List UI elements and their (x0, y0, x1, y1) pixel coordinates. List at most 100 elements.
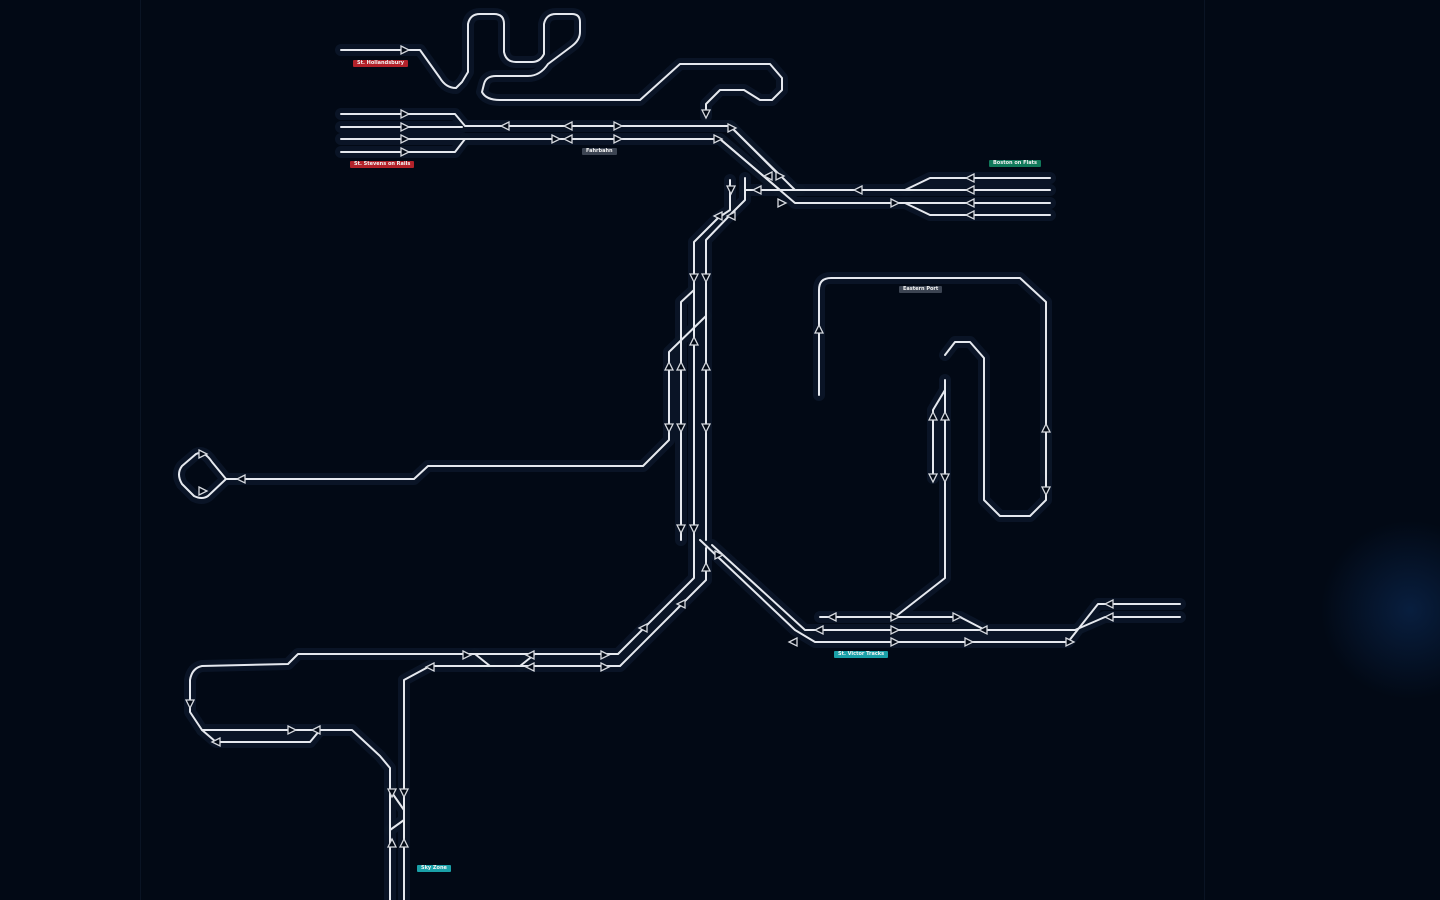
signal-icon[interactable] (777, 197, 788, 209)
signal-icon[interactable] (198, 485, 209, 497)
track-segment[interactable] (340, 13, 783, 117)
signal-icon[interactable] (600, 649, 611, 661)
signal-icon[interactable] (1103, 598, 1114, 610)
signal-icon[interactable] (852, 184, 863, 196)
signal-icon[interactable] (890, 636, 901, 648)
signal-icon[interactable] (964, 184, 975, 196)
signal-icon[interactable] (600, 661, 611, 673)
signal-icon[interactable] (398, 837, 410, 848)
station-label-r[interactable]: St. Victor Tracks (834, 651, 889, 658)
station-label-w[interactable]: Sky Zone (417, 865, 451, 872)
signal-icon[interactable] (712, 210, 723, 222)
signal-icon[interactable] (688, 524, 700, 535)
signal-icon[interactable] (386, 837, 398, 848)
signal-icon[interactable] (964, 636, 975, 648)
track-segment[interactable] (818, 277, 1047, 517)
signal-icon[interactable] (727, 122, 738, 134)
track-segment[interactable] (389, 789, 405, 831)
signal-icon[interactable] (688, 335, 700, 346)
signal-icon[interactable] (1040, 422, 1052, 433)
track-segment[interactable] (403, 547, 707, 900)
station-label-e[interactable]: Fahrbahn (582, 148, 617, 155)
signal-icon[interactable] (613, 120, 624, 132)
signal-icon[interactable] (675, 360, 687, 371)
station-label-b[interactable]: St. Hollandsbury (353, 60, 409, 67)
signal-icon[interactable] (499, 120, 510, 132)
signal-icon[interactable] (964, 209, 975, 221)
track-segment[interactable] (680, 289, 695, 541)
signal-icon[interactable] (637, 622, 648, 634)
signal-icon[interactable] (700, 273, 712, 284)
signal-icon[interactable] (964, 172, 975, 184)
signal-icon[interactable] (714, 549, 725, 561)
signal-icon[interactable] (964, 197, 975, 209)
signal-icon[interactable] (762, 170, 773, 182)
signal-icon[interactable] (826, 611, 837, 623)
signal-icon[interactable] (775, 170, 786, 182)
signal-icon[interactable] (386, 788, 398, 799)
track-segment[interactable] (932, 389, 946, 479)
signal-icon[interactable] (400, 44, 411, 56)
signal-icon[interactable] (400, 108, 411, 120)
signal-icon[interactable] (890, 624, 901, 636)
signal-icon[interactable] (210, 736, 221, 748)
signal-icon[interactable] (424, 661, 435, 673)
signal-icon[interactable] (400, 121, 411, 133)
track-segment[interactable] (189, 544, 695, 900)
signal-icon[interactable] (562, 120, 573, 132)
signal-icon[interactable] (725, 185, 737, 196)
signal-icon[interactable] (751, 184, 762, 196)
signal-icon[interactable] (287, 724, 298, 736)
track-segment[interactable] (474, 653, 491, 667)
signal-icon[interactable] (890, 611, 901, 623)
signal-icon[interactable] (524, 661, 535, 673)
signal-icon[interactable] (713, 133, 724, 145)
track-segment[interactable] (240, 315, 707, 480)
signal-icon[interactable] (890, 197, 901, 209)
signal-icon[interactable] (398, 788, 410, 799)
signal-icon[interactable] (1103, 611, 1114, 623)
signal-icon[interactable] (1065, 636, 1076, 648)
track-segment[interactable] (711, 544, 1181, 631)
signal-icon[interactable] (952, 611, 963, 623)
signal-icon[interactable] (663, 423, 675, 434)
station-label-d[interactable]: St. Stevens on Rails (350, 161, 415, 168)
signal-icon[interactable] (310, 724, 321, 736)
signal-icon[interactable] (551, 133, 562, 145)
track-segment[interactable] (178, 452, 242, 499)
signal-icon[interactable] (927, 473, 939, 484)
track-segment[interactable] (340, 138, 466, 153)
signal-icon[interactable] (562, 133, 573, 145)
signal-icon[interactable] (688, 273, 700, 284)
signal-icon[interactable] (977, 624, 988, 636)
signal-icon[interactable] (939, 410, 951, 421)
signal-icon[interactable] (939, 473, 951, 484)
signal-icon[interactable] (700, 561, 712, 572)
track-segment[interactable] (201, 729, 321, 743)
signal-icon[interactable] (700, 109, 712, 120)
signal-icon[interactable] (462, 649, 473, 661)
signal-icon[interactable] (675, 423, 687, 434)
signal-icon[interactable] (787, 636, 798, 648)
signal-icon[interactable] (927, 410, 939, 421)
signal-icon[interactable] (700, 423, 712, 434)
signal-icon[interactable] (725, 210, 736, 222)
signal-icon[interactable] (1040, 486, 1052, 497)
signal-icon[interactable] (184, 699, 196, 710)
signal-icon[interactable] (813, 624, 824, 636)
signal-icon[interactable] (400, 133, 411, 145)
signal-icon[interactable] (524, 649, 535, 661)
signal-icon[interactable] (663, 360, 675, 371)
signal-icon[interactable] (700, 360, 712, 371)
track-segment[interactable] (894, 379, 946, 618)
signal-icon[interactable] (235, 473, 246, 485)
station-label-f[interactable]: Boston on Flats (989, 160, 1041, 167)
station-label-g[interactable]: Eastern Port (899, 286, 943, 293)
signal-icon[interactable] (675, 598, 686, 610)
signal-icon[interactable] (813, 323, 825, 334)
signal-icon[interactable] (613, 133, 624, 145)
signal-icon[interactable] (198, 448, 209, 460)
signal-icon[interactable] (400, 146, 411, 158)
signal-icon[interactable] (675, 524, 687, 535)
